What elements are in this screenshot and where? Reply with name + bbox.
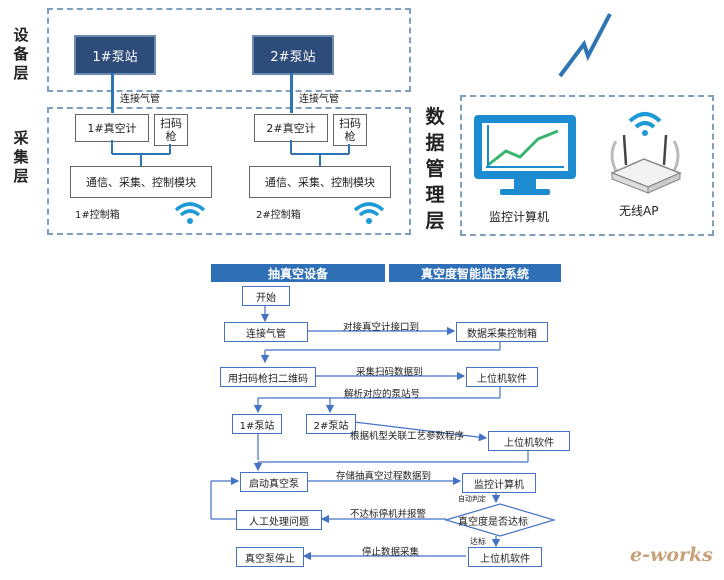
- collect-layer-label: 采集层: [13, 129, 29, 185]
- monitor-icon: [474, 115, 576, 195]
- watermark-logo: e-works: [630, 544, 713, 566]
- station-node-2: 2#泵站: [306, 414, 356, 434]
- host-node-1: 上位机软件: [466, 367, 538, 387]
- ctrl-box-2: 2#控制箱: [256, 210, 301, 221]
- connect-label-1: 连接气管: [120, 94, 160, 105]
- wireless-ap-label: 无线AP: [619, 204, 659, 218]
- start-pump-node: 启动真空泵: [240, 472, 308, 492]
- station-2: 2#泵站: [252, 35, 334, 75]
- check-diamond: [444, 503, 556, 537]
- host-node-2: 上位机软件: [488, 431, 570, 451]
- data-layer-box: [460, 95, 714, 236]
- data-box-node: 数据采集控制箱: [456, 322, 548, 342]
- edge-label-2: 采集扫码数据到: [356, 367, 423, 378]
- connector-line-2: [290, 73, 293, 113]
- edge-label-9: 停止数据采集: [362, 547, 420, 558]
- wifi-icon: [174, 202, 206, 224]
- header-monitor-system: 真空度智能监控系统: [389, 264, 561, 282]
- ctrl-box-1: 1#控制箱: [75, 210, 120, 221]
- edge-label-7: 不达标停机并报警: [350, 509, 427, 520]
- edge-label-3: 解析对应的泵站号: [344, 389, 421, 400]
- station-1: 1#泵站: [74, 35, 156, 75]
- edge-label-4: 根据机型关联工艺参数程序: [350, 431, 465, 442]
- handle-node: 人工处理问题: [236, 510, 322, 530]
- scan-node: 用扫码枪扫二维码: [220, 367, 316, 387]
- edge-label-1: 对接真空计接口到: [343, 322, 420, 333]
- station-node-1: 1#泵站: [232, 414, 282, 434]
- header-equipment: 抽真空设备: [211, 264, 385, 282]
- wifi-icon: [353, 202, 385, 224]
- monitor-node: 监控计算机: [462, 473, 536, 493]
- edge-label-5: 存储抽真空过程数据到: [336, 471, 432, 482]
- stop-node: 真空泵停止: [236, 547, 304, 567]
- wireless-ap-icon: [610, 112, 682, 194]
- module-1: 通信、采集、控制模块: [70, 166, 212, 198]
- start-node: 开始: [242, 286, 290, 306]
- collect-layer-box: [47, 107, 411, 235]
- connect-node: 连接气管: [224, 322, 308, 342]
- edge-label-6: 自动判定: [458, 495, 486, 503]
- monitor-pc-label: 监控计算机: [489, 210, 550, 224]
- connect-label-2: 连接气管: [299, 94, 339, 105]
- device-layer-label: 设备层: [13, 26, 29, 82]
- data-layer-label: 数据管理层: [425, 106, 445, 232]
- check-node-label: 真空度是否达标: [458, 517, 528, 528]
- collect-connector-1: [111, 140, 171, 166]
- scanner-1: 扫码枪: [154, 114, 188, 146]
- scanner-2: 扫码枪: [333, 114, 367, 146]
- lightning-icon: [558, 13, 612, 78]
- host-node-3: 上位机软件: [468, 547, 542, 567]
- edge-label-8: 达标: [470, 537, 486, 546]
- module-2: 通信、采集、控制模块: [249, 166, 391, 198]
- connector-line-1: [111, 73, 114, 113]
- collect-connector-2: [290, 140, 350, 166]
- device-layer-box: [47, 8, 411, 92]
- vacuum-meter-1: 1#真空计: [75, 114, 149, 142]
- vacuum-meter-2: 2#真空计: [254, 114, 328, 142]
